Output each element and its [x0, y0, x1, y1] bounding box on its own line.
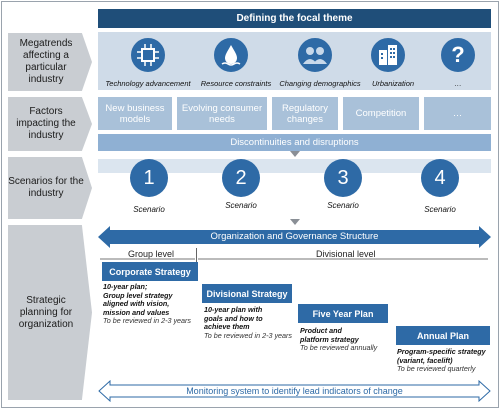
plan-box-five-year: Five Year Plan	[298, 304, 388, 323]
scenarios-band	[98, 159, 491, 173]
down-arrow	[290, 151, 300, 157]
water-drop-icon	[211, 35, 251, 75]
plan-review: To be reviewed in 2-3 years	[204, 330, 293, 340]
plan-line: Program-specific strategy	[397, 347, 486, 356]
row-label-factors: Factors impacting the industry	[8, 97, 92, 151]
plan-review: To be reviewed in 2-3 years	[103, 316, 192, 326]
plan-line: achieve them	[204, 322, 250, 332]
scenario-circle: 4	[421, 159, 459, 197]
plan-line: aligned with vision,	[103, 299, 170, 309]
plan-line: goals and how to	[204, 313, 263, 323]
megatrend-label: Technology advancement	[105, 79, 191, 88]
scenario-label: Scenario	[133, 205, 165, 214]
plan-desc: 10-year plan; Group level strategy align…	[103, 282, 203, 326]
buildings-icon	[368, 35, 408, 75]
question-icon: ?	[438, 35, 478, 75]
megatrend-label: …	[454, 79, 462, 88]
row-label-strategic: Strategic planning for organization	[8, 225, 92, 400]
plan-desc: Program-specific strategy (variant, face…	[397, 347, 493, 374]
factor-box: Regulatory changes	[272, 97, 338, 130]
scenario-label: Scenario	[327, 201, 359, 210]
megatrend-label: Changing demographics	[279, 79, 361, 88]
plan-line: mission and values	[103, 307, 170, 317]
plan-line: (variant, facelift)	[397, 355, 453, 365]
factor-box: Competition	[343, 97, 419, 130]
plan-desc: 10-year plan with goals and how to achie…	[204, 305, 294, 340]
factor-box: …	[424, 97, 491, 130]
megatrend-label: Resource constraints	[200, 79, 272, 88]
row-label-megatrends: Megatrends affecting a particular indust…	[8, 33, 92, 91]
factor-box: Evolving consumer needs	[177, 97, 267, 130]
scenario-label: Scenario	[225, 201, 257, 210]
divisional-level-label: Divisional level	[316, 249, 376, 259]
circuit-icon	[128, 35, 168, 75]
level-line	[100, 258, 488, 260]
plan-line: 10-year plan;	[103, 282, 148, 291]
monitoring-label: Monitoring system to identify lead indic…	[186, 386, 403, 396]
group-level-label: Group level	[128, 249, 175, 259]
plan-box-divisional: Divisional Strategy	[202, 284, 292, 303]
governance-title: Organization and Governance Structure	[210, 231, 379, 242]
monitoring-arrow	[98, 380, 491, 402]
plan-line: platform strategy	[300, 334, 359, 344]
down-arrow	[290, 219, 300, 225]
focal-theme-title: Defining the focal theme	[98, 9, 491, 28]
scenario-circle: 3	[324, 159, 362, 197]
scenario-circle: 1	[130, 159, 168, 197]
factor-box: New business models	[98, 97, 172, 130]
plan-box-corporate: Corporate Strategy	[102, 262, 198, 281]
plan-review: To be reviewed quarterly	[397, 364, 476, 374]
plan-review: To be reviewed annually	[300, 343, 378, 353]
plan-desc: Product and platform strategy To be revi…	[300, 326, 388, 353]
people-icon	[295, 35, 335, 75]
plan-line: 10-year plan with	[204, 305, 263, 314]
megatrend-label: Urbanization	[371, 79, 415, 88]
disruptions-bar: Discontinuities and disruptions	[98, 134, 491, 151]
question-glyph: ?	[451, 42, 465, 67]
scenario-label: Scenario	[424, 205, 456, 214]
plan-line: Group level strategy	[103, 290, 173, 300]
plan-line: Product and	[300, 326, 342, 335]
plan-box-annual: Annual Plan	[396, 326, 490, 345]
level-divider	[196, 248, 197, 262]
governance-arrow	[98, 226, 491, 248]
scenario-circle: 2	[222, 159, 260, 197]
row-label-scenarios: Scenarios for the industry	[8, 157, 92, 219]
